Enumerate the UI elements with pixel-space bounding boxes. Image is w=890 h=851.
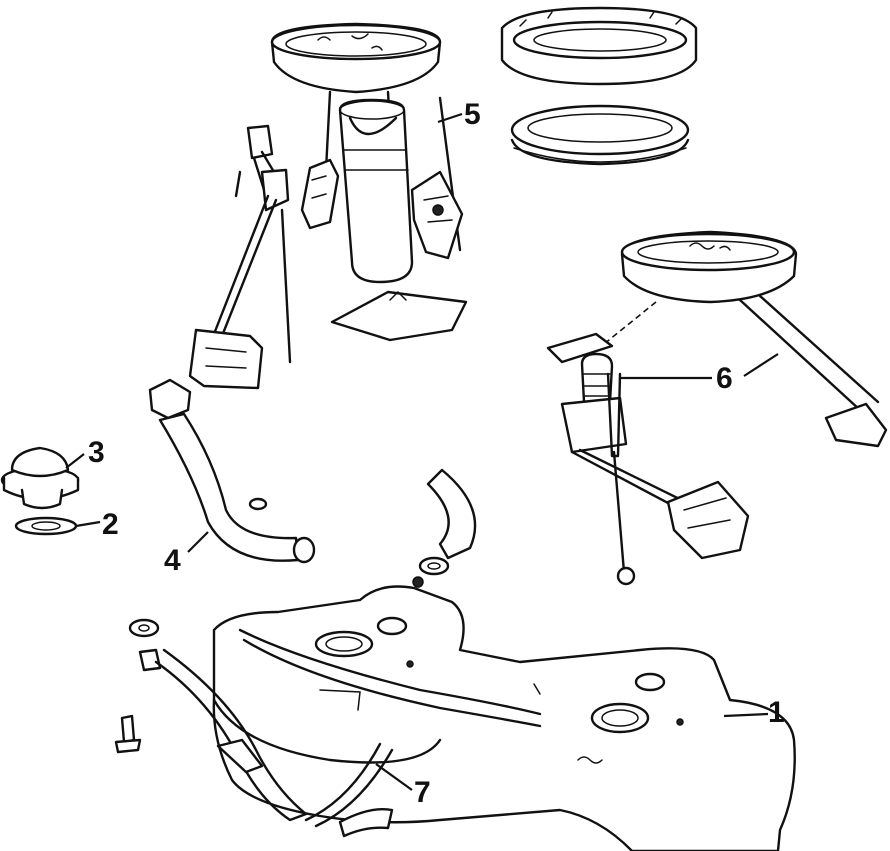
fuel-pump-assembly [270,22,468,342]
leader-line-3 [65,453,85,469]
leader-line-2 [75,520,101,528]
callout-1: 1 [768,696,785,729]
vent-hose [412,468,477,588]
washer [14,516,78,536]
callout-2: 2 [102,508,119,541]
filler-hose [148,378,316,564]
seal-ring [510,104,690,166]
callout-6: 6 [716,362,733,395]
sender-assembly-right [546,230,888,586]
callout-3: 3 [88,436,105,469]
leader-line-7 [375,763,413,791]
fuel-tank [212,585,796,851]
lock-ring [500,6,698,86]
filler-cap [0,446,80,510]
callout-5: 5 [464,98,481,131]
leader-line-5 [437,112,463,124]
tank-straps [114,618,394,838]
callout-4: 4 [164,544,181,577]
level-sender-left [188,124,292,390]
leader-line-6 [620,353,779,380]
leader-line-1 [723,712,769,718]
leader-line-4 [187,531,209,553]
callout-7: 7 [414,776,431,809]
